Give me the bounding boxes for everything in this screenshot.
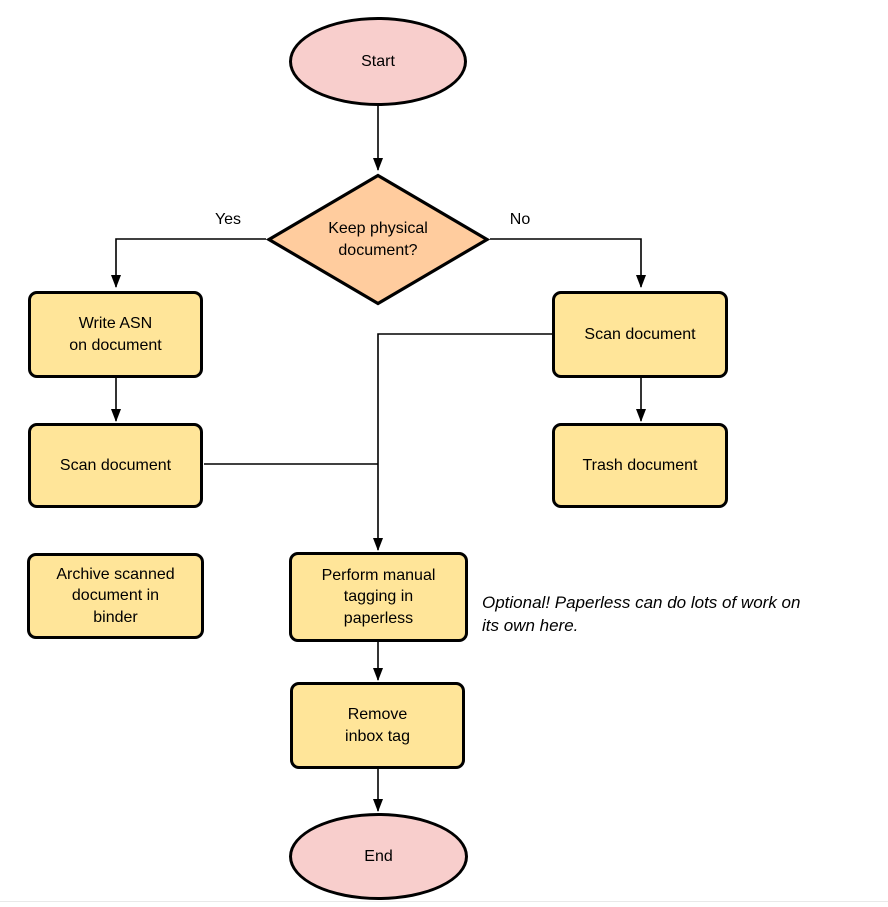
node-scan-document-right-label: Scan document: [584, 325, 696, 343]
annotation-optional-note: Optional! Paperless can do lots of work …: [482, 593, 801, 635]
edge-decision-yes-to-write-asn: [111, 238, 266, 288]
node-trash-document-label: Trash document: [582, 456, 698, 474]
node-decision: Keep physical document?: [266, 173, 490, 306]
node-archive-binder-label: Archive scanned document in binder: [56, 566, 175, 626]
bottom-page-divider: [0, 901, 888, 902]
node-end: End: [289, 813, 468, 900]
edge-label-yes: Yes: [214, 211, 242, 228]
node-decision-label: Keep physical document?: [328, 220, 428, 259]
node-start: Start: [289, 17, 467, 106]
node-scan-document-right: Scan document: [552, 291, 728, 378]
node-scan-document-left: Scan document: [28, 423, 203, 508]
node-write-asn-label: Write ASN on document: [69, 315, 162, 354]
node-scan-document-left-label: Scan document: [59, 456, 172, 474]
node-end-label: End: [364, 847, 393, 865]
edge-decision-no-to-scan-right: [490, 238, 646, 288]
node-remove-inbox-tag: Remove inbox tag: [290, 682, 465, 769]
node-start-label: Start: [361, 52, 395, 70]
node-perform-tagging: Perform manual tagging in paperless: [289, 552, 468, 642]
node-trash-document: Trash document: [552, 423, 728, 508]
node-archive-binder: Archive scanned document in binder: [27, 553, 204, 639]
node-remove-inbox-tag-label: Remove inbox tag: [345, 706, 410, 745]
edge-scan-right-to-perform-tagging: [373, 333, 552, 551]
node-perform-tagging-label: Perform manual tagging in paperless: [321, 567, 436, 627]
decision-diamond-shape: [266, 173, 490, 306]
edge-label-no: No: [509, 211, 531, 228]
node-write-asn: Write ASN on document: [28, 291, 203, 378]
